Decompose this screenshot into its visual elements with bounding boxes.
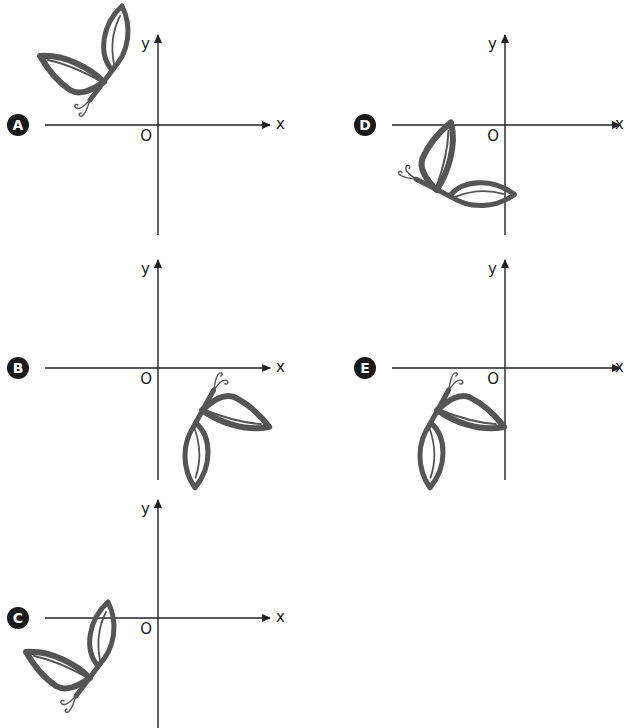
axis-label: y xyxy=(141,502,150,517)
option-letter: C xyxy=(7,607,29,629)
axis-label: x xyxy=(615,360,624,375)
option-letter: A xyxy=(7,114,29,136)
option-letter: B xyxy=(7,357,29,379)
option-letter: E xyxy=(354,357,376,379)
origin-label: O xyxy=(140,129,152,144)
axis-label: y xyxy=(488,37,497,52)
axis-label: x xyxy=(276,610,285,625)
origin-label: O xyxy=(140,372,152,387)
axis-label: y xyxy=(141,37,150,52)
option-letter: D xyxy=(354,114,376,136)
axis-label: y xyxy=(488,262,497,277)
origin-label: O xyxy=(140,622,152,637)
axis-label: x xyxy=(276,360,285,375)
origin-label: O xyxy=(487,372,499,387)
origin-label: O xyxy=(487,129,499,144)
axis-label: x xyxy=(276,117,285,132)
axis-label: x xyxy=(615,117,624,132)
axis-label: y xyxy=(141,262,150,277)
